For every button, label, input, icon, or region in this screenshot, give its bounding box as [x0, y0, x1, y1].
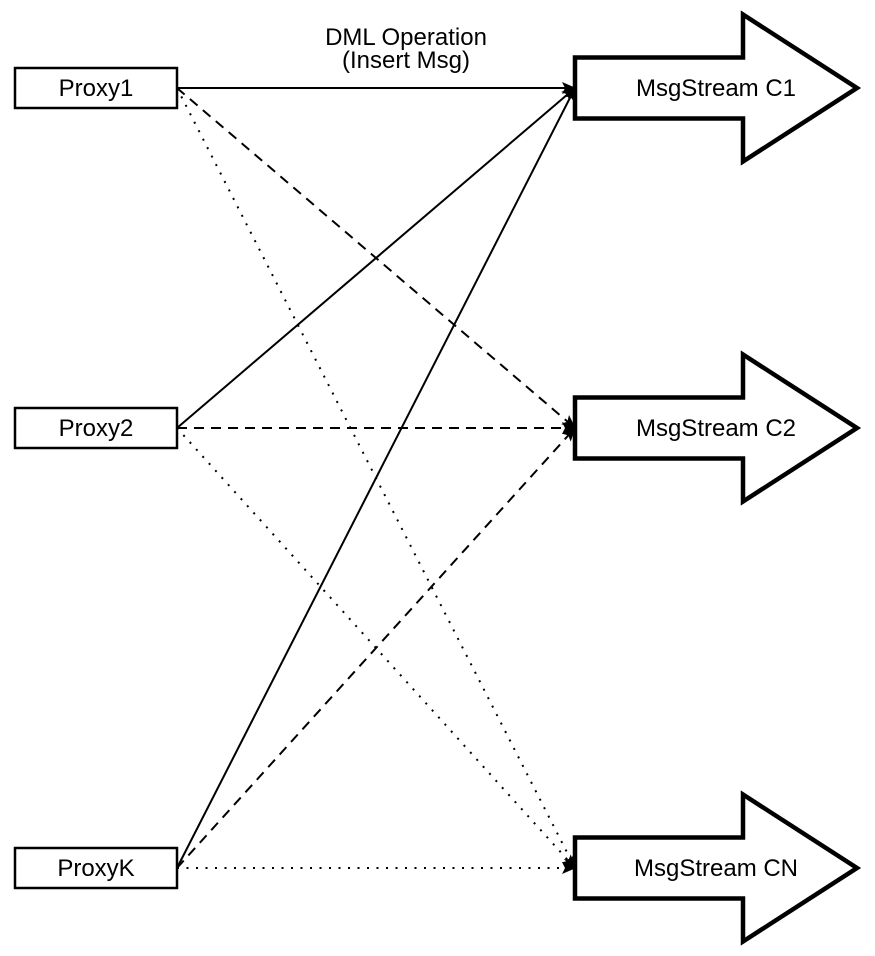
proxy2-label: Proxy2 — [59, 415, 134, 442]
proxy1-box — [13, 66, 179, 110]
msgstream-c2-label: MsgStream C2 — [636, 415, 796, 442]
msgstream-cn-arrow — [572, 790, 862, 946]
proxy-node-proxy2: Proxy2 — [13, 406, 179, 450]
diagram-title-line1: DML Operation — [325, 24, 487, 51]
edge-proxyk-to-c2-dashed — [176, 427, 576, 869]
stream-node-c2: MsgStream C2 — [572, 350, 862, 506]
proxy1-label: Proxy1 — [59, 75, 134, 102]
edge-proxy2-to-c1-solid — [176, 87, 576, 429]
proxy-node-proxy1: Proxy1 — [13, 66, 179, 110]
edge-proxyk-to-c1-solid — [176, 87, 576, 869]
proxyk-box — [13, 846, 179, 890]
edge-proxy2-to-cn-dotted — [176, 427, 576, 869]
stream-node-c1: MsgStream C1 — [572, 10, 862, 166]
edges-layer — [176, 82, 576, 874]
diagram-title-line2: (Insert Msg) — [342, 47, 470, 74]
proxy-node-proxyk: ProxyK — [13, 846, 179, 890]
msgstream-c2-arrow — [572, 350, 862, 506]
msgstream-c1-label: MsgStream C1 — [636, 75, 796, 102]
msgstream-c1-arrow — [572, 10, 862, 166]
proxyk-label: ProxyK — [57, 855, 134, 882]
proxy2-box — [13, 406, 179, 450]
stream-node-cn: MsgStream CN — [572, 790, 862, 946]
msgstream-cn-label: MsgStream CN — [634, 855, 798, 882]
